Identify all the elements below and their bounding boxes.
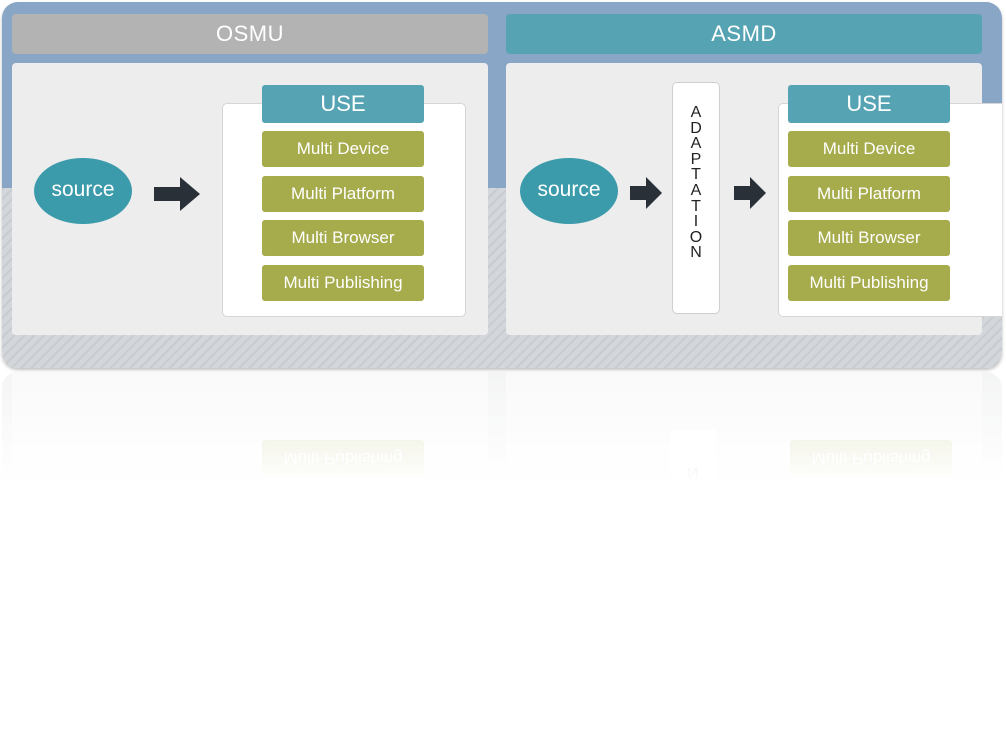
- adaptation-letter: N: [690, 244, 702, 262]
- asmd-panel: source USE Multi Device Multi Platform M…: [506, 63, 1002, 335]
- osmu-use-item-browser: Multi Browser: [262, 220, 424, 256]
- asmd-use-item-browser: Multi Browser: [788, 220, 950, 256]
- osmu-use-item-publishing: Multi Publishing: [262, 265, 424, 301]
- adaptation-letter: P: [690, 150, 702, 168]
- asmd-source: source: [520, 158, 618, 224]
- asmd-use-header: USE: [788, 85, 950, 123]
- adaptation-letter: I: [693, 213, 699, 231]
- adaptation-letter: A: [690, 104, 702, 121]
- diagram-reflection: Multi Publishing N Multi Publishing: [2, 372, 1002, 482]
- right-arrow-icon: [154, 177, 200, 211]
- adaptation-letter: T: [691, 197, 701, 215]
- asmd-use-item-platform: Multi Platform: [788, 176, 950, 212]
- adaptation-letter: A: [690, 135, 702, 153]
- osmu-use-item-device: Multi Device: [262, 131, 424, 167]
- asmd-use-item-publishing: Multi Publishing: [788, 265, 950, 301]
- right-arrow-icon: [630, 177, 662, 209]
- osmu-source: source: [34, 158, 132, 224]
- adaptation-letter: T: [691, 166, 701, 184]
- osmu-header: OSMU: [12, 14, 488, 54]
- asmd-header: ASMD: [506, 14, 982, 54]
- adaptation-box: A D A P T A T I O N: [672, 82, 720, 314]
- adaptation-letter: O: [689, 228, 703, 246]
- osmu-panel: source USE Multi Device Multi Platform M…: [12, 63, 488, 335]
- adaptation-label: A D A P T A T I O N: [673, 105, 719, 261]
- right-arrow-icon: [734, 177, 766, 209]
- reflection-adaptation-letter: N: [670, 430, 716, 482]
- osmu-use-item-platform: Multi Platform: [262, 176, 424, 212]
- diagram-frame: OSMU source USE Multi Device Multi Platf…: [2, 2, 1002, 368]
- adaptation-letter: A: [690, 181, 702, 199]
- osmu-use-header: USE: [262, 85, 424, 123]
- asmd-use-item-device: Multi Device: [788, 131, 950, 167]
- reflection-asmd-publishing: Multi Publishing: [790, 440, 952, 476]
- adaptation-letter: D: [690, 119, 702, 137]
- reflection-osmu-publishing: Multi Publishing: [262, 440, 424, 476]
